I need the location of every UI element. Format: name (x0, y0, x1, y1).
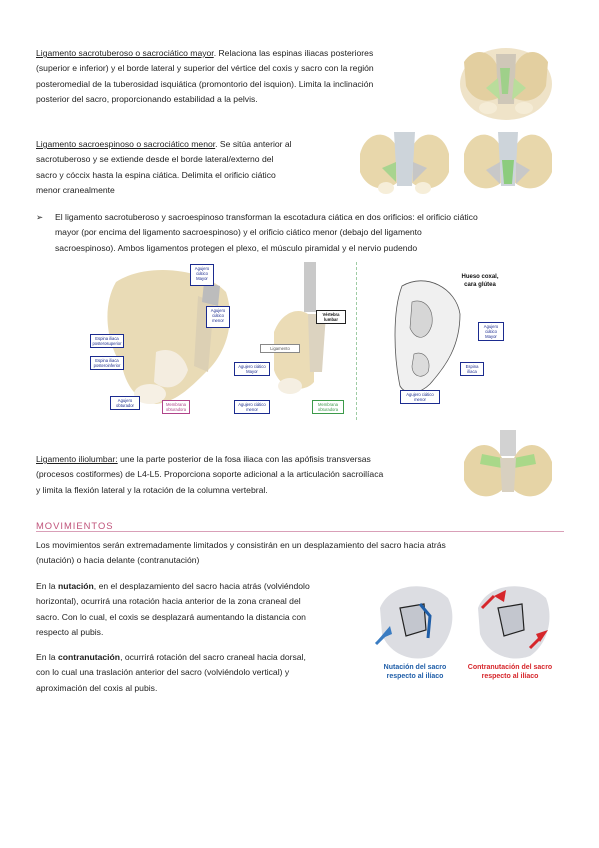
contranutacion-term: contranutación (57, 652, 121, 662)
bullet-line: sacroespinoso). Ambos ligamentos protege… (55, 242, 418, 253)
sec2-term: Ligamento sacroespinoso o sacrociático m… (36, 139, 216, 149)
label-agujero-obturador: Agujero obturador (110, 396, 140, 410)
intro-line: Los movimientos serán extremadamente lim… (36, 540, 446, 550)
figure-pelvis-posterior: Vértebra lumbar Ligamento Agujero ciátic… (234, 262, 354, 420)
bullet-line: El ligamento sacrotuberoso y sacroespino… (55, 212, 478, 222)
figure-hueso-coxal: Hueso coxal, cara glútea Agujero ciático… (355, 262, 506, 420)
nut-line: respecto al pubis. (36, 627, 104, 638)
contra-line: con lo cual una traslación anterior del … (36, 667, 290, 678)
bullet-arrow-icon: ➢ (36, 212, 44, 222)
contra-pre: En la (36, 652, 58, 662)
nut-pre: En la (36, 581, 58, 591)
sec3-line: (procesos costiformes) de L4-L5. Proporc… (36, 469, 384, 480)
sec3-line: une la parte posterior de la fosa iliaca… (117, 454, 371, 464)
contra-line: aproximación del coxis al pubis. (36, 682, 158, 693)
pelvis-image-sacroespinoso-1 (356, 124, 453, 202)
sec2-paragraph: Ligamento sacroespinoso o sacrociático m… (36, 137, 356, 199)
pelvis-image-sacroespinoso-2 (460, 124, 556, 202)
label-ligamento: Ligamento (260, 344, 300, 353)
sec1-line: posteromedial de la tuberosidad isquiáti… (36, 78, 374, 89)
label-agujero-mayor: Agujero ciático Mayor (190, 264, 214, 286)
sec1-term: Ligamento sacrotuberoso o sacrociático m… (36, 48, 214, 58)
pelvis-image-sacrotuberoso (458, 38, 554, 122)
sec1-line: (superior e inferior) y el borde lateral… (36, 63, 374, 74)
movimientos-heading: MOVIMIENTOS (36, 520, 114, 531)
sec2-line: menor cranealmente (36, 185, 115, 196)
bullet-paragraph: ➢ El ligamento sacrotuberoso y sacroespi… (36, 210, 561, 256)
intro-line: (nutación) o hacia delante (contranutaci… (36, 555, 200, 566)
sec1-line: posterior del sacro, proporcionando esta… (36, 94, 258, 105)
label-agujero-menor-2: Agujero ciático menor (234, 400, 270, 414)
contranutacion-paragraph: En la contranutación, ocurrirá rotación … (36, 650, 366, 696)
bullet-line: mayor (por encima del ligamento sacroesp… (55, 227, 422, 238)
label-hueso-coxal: Hueso coxal, cara glútea (454, 272, 506, 290)
nut-line: , en el desplazamiento del sacro hacia a… (93, 581, 310, 591)
figure-pelvis-lateral: Espina iliaca posterosuperior Espina ili… (86, 262, 262, 420)
caption-line: Contranutación del sacro (467, 664, 553, 671)
sec1-paragraph: Ligamento sacrotuberoso o sacrociático m… (36, 46, 446, 108)
section-divider (36, 531, 564, 532)
sec2-line: sacro y cóccix hasta la espina ciática. … (36, 169, 276, 180)
caption-contranutacion: Contranutación del sacro respecto al ilí… (464, 664, 556, 681)
sec2-line: sacrotuberoso y se extiende desde el bor… (36, 154, 274, 165)
movimientos-intro: Los movimientos serán extremadamente lim… (36, 538, 564, 569)
sec3-paragraph: Ligamento iliolumbar: une la parte poste… (36, 452, 456, 498)
label-vertebra-lumbar: Vértebra lumbar (316, 310, 346, 324)
label-espina-iliaca: Espina ilíaca (460, 362, 484, 376)
label-membrana-2: Membrana obturadora (312, 400, 344, 414)
label-agujero-menor: Agujero ciático menor (206, 306, 230, 328)
nutacion-paragraph: En la nutación, en el desplazamiento del… (36, 579, 366, 641)
label-espina-post-sup: Espina iliaca posterosuperior (90, 334, 124, 348)
label-agujero-mayor-2: Agujero ciático Mayor (234, 362, 270, 376)
label-agujero-mayor-3: Agujero ciático Mayor (478, 322, 504, 341)
nut-line: sacro. Con lo cual, el coxis se desplaza… (36, 611, 306, 622)
sec3-term: Ligamento iliolumbar: (36, 454, 118, 464)
caption-line: respecto al ilíaco (481, 672, 539, 680)
contra-line: , ocurrirá rotación del sacro craneal ha… (120, 652, 306, 662)
nutation-figure: Nutación del sacro respecto al ilíaco Co… (370, 578, 556, 688)
sec2-line: . Se sitúa anterior al (215, 139, 292, 149)
sec1-line: . Relaciona las espinas iliacas posterio… (213, 48, 374, 58)
caption-line: respecto al ilíaco (386, 672, 444, 680)
nutacion-term: nutación (57, 581, 94, 591)
pelvis-image-iliolumbar (460, 428, 556, 510)
label-espina-post-inf: Espina iliaca posteroinferior (90, 356, 124, 370)
sec3-line: y limita la flexión lateral y la rotació… (36, 484, 268, 495)
label-agujero-menor-3: Agujero ciático menor (400, 390, 440, 404)
nut-line: horizontal), ocurrirá una rotación hacia… (36, 596, 301, 607)
caption-nutacion: Nutación del sacro respecto al ilíaco (370, 664, 460, 681)
label-membrana: Membrana obturadora (162, 400, 190, 414)
caption-line: Nutación del sacro (383, 664, 447, 671)
